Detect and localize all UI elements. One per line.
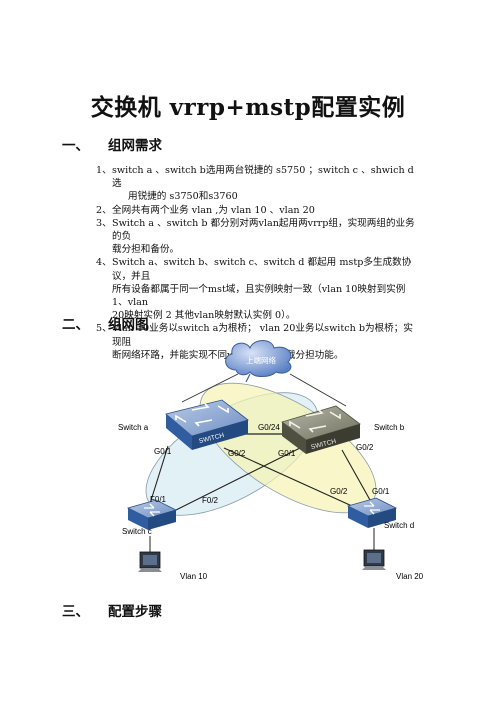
list-item-line: Switch a 、switch b 都分别对两vlan起用两vrrp组，实现两… — [112, 217, 415, 243]
list-item-number: 5、 — [96, 323, 112, 335]
port-label-c-f01: F0/1 — [150, 495, 167, 504]
list-item-line: Switch a、switch b、switch c、switch d 都起用 … — [112, 257, 412, 282]
uplink-cloud-a — [181, 373, 239, 403]
list-item: 3、 Switch a 、switch b 都分别对两vlan起用两vrrp组，… — [96, 217, 416, 257]
page-title: 交换机 vrrp+mstp配置实例 — [90, 94, 406, 121]
list-item-number: 2、 — [96, 204, 112, 216]
network-diagram: 上端网络 SWITCH SWITCH — [118, 330, 424, 581]
section-number: 三、 — [62, 604, 89, 620]
list-item: 2、 全网共有两个业务 vlan ,为 vlan 10 、vlan 20 — [96, 204, 416, 217]
cloud-label: 上端网络 — [246, 355, 276, 365]
uplink-cloud-b — [289, 373, 347, 407]
requirements-list: 1、 switch a 、switch b选用两台锐捷的 s5750 ；swit… — [96, 164, 416, 362]
switch-d-label: Switch d — [384, 521, 414, 530]
list-item-line: switch a 、switch b选用两台锐捷的 s5750 ；switch … — [112, 165, 414, 190]
list-item: 5、 Vlan 10业务以switch a为根桥； vlan 20业务以swit… — [96, 322, 416, 362]
switch-c-icon — [126, 499, 178, 530]
list-item-line: 断网络环路，并能实现不同vlan数据流负载分担功能。 — [112, 349, 344, 361]
switch-b-label: Switch b — [374, 423, 405, 432]
section-label: 配置步骤 — [108, 604, 162, 620]
section-number: 一、 — [62, 138, 89, 154]
list-item-number: 1、 — [96, 165, 112, 176]
list-item-line: 20映射实例 2 其他vlan映射默认实例 0）。 — [112, 310, 296, 322]
port-label-a-g02: G0/2 — [228, 449, 246, 458]
section-number: 二、 — [62, 317, 89, 333]
port-label-b-g02: G0/2 — [356, 443, 374, 452]
monitor-icon-vlan20 — [362, 549, 386, 570]
list-item-line: 全网共有两个业务 vlan ,为 vlan 10 、vlan 20 — [112, 204, 315, 216]
switch-c-label: Switch c — [122, 527, 152, 536]
switch-a-label: Switch a — [118, 423, 149, 432]
list-item-line: 载分担和备份。 — [112, 244, 180, 256]
link-b-d — [341, 449, 371, 501]
list-item-number: 4、 — [96, 257, 112, 269]
uplink-a — [182, 330, 222, 336]
list-item-line: Vlan 10业务以switch a为根桥； vlan 20业务以switch … — [112, 323, 413, 348]
switch-a-icon: SWITCH — [165, 399, 249, 450]
monitor-icon-vlan10 — [138, 551, 162, 572]
link-b-c — [175, 447, 301, 511]
port-label-c-f02: F0/2 — [202, 496, 219, 505]
port-label-a-g024: G0/24 — [258, 423, 280, 432]
list-item-number: 3、 — [96, 217, 112, 229]
port-label-d-g01: G0/1 — [372, 487, 390, 496]
list-item: 4、 Switch a、switch b、switch c、switch d 都… — [96, 256, 416, 322]
list-item-line: 用锐捷的 s3750和s3760 — [128, 191, 238, 203]
section-heading-3: 三、 配置步骤 — [62, 600, 162, 620]
list-item: 1、 switch a 、switch b选用两台锐捷的 s5750 ；swit… — [96, 164, 416, 204]
link-a-c — [147, 445, 169, 511]
section-heading-2: 二、 组网图 — [62, 313, 149, 333]
section-label: 组网需求 — [108, 138, 162, 154]
vlan20-label: Vlan 20 — [396, 572, 424, 581]
switch-d-icon — [346, 497, 398, 528]
port-label-b-g01: G0/1 — [278, 449, 296, 458]
link-a-d — [223, 447, 353, 507]
list-item-line: 所有设备都属于同一个mst域，且实例映射一致（vlan 10映射到实例 1、vl… — [112, 283, 406, 309]
switch-b-icon: SWITCH — [281, 405, 361, 454]
section-heading-1: 一、 组网需求 — [62, 134, 162, 154]
port-label-a-g01: G0/1 — [154, 447, 172, 456]
cloud-icon: 上端网络 — [225, 340, 292, 383]
port-label-d-g02: G0/2 — [330, 487, 348, 496]
section-label: 组网图 — [108, 317, 149, 333]
vlan10-label: Vlan 10 — [180, 572, 208, 581]
